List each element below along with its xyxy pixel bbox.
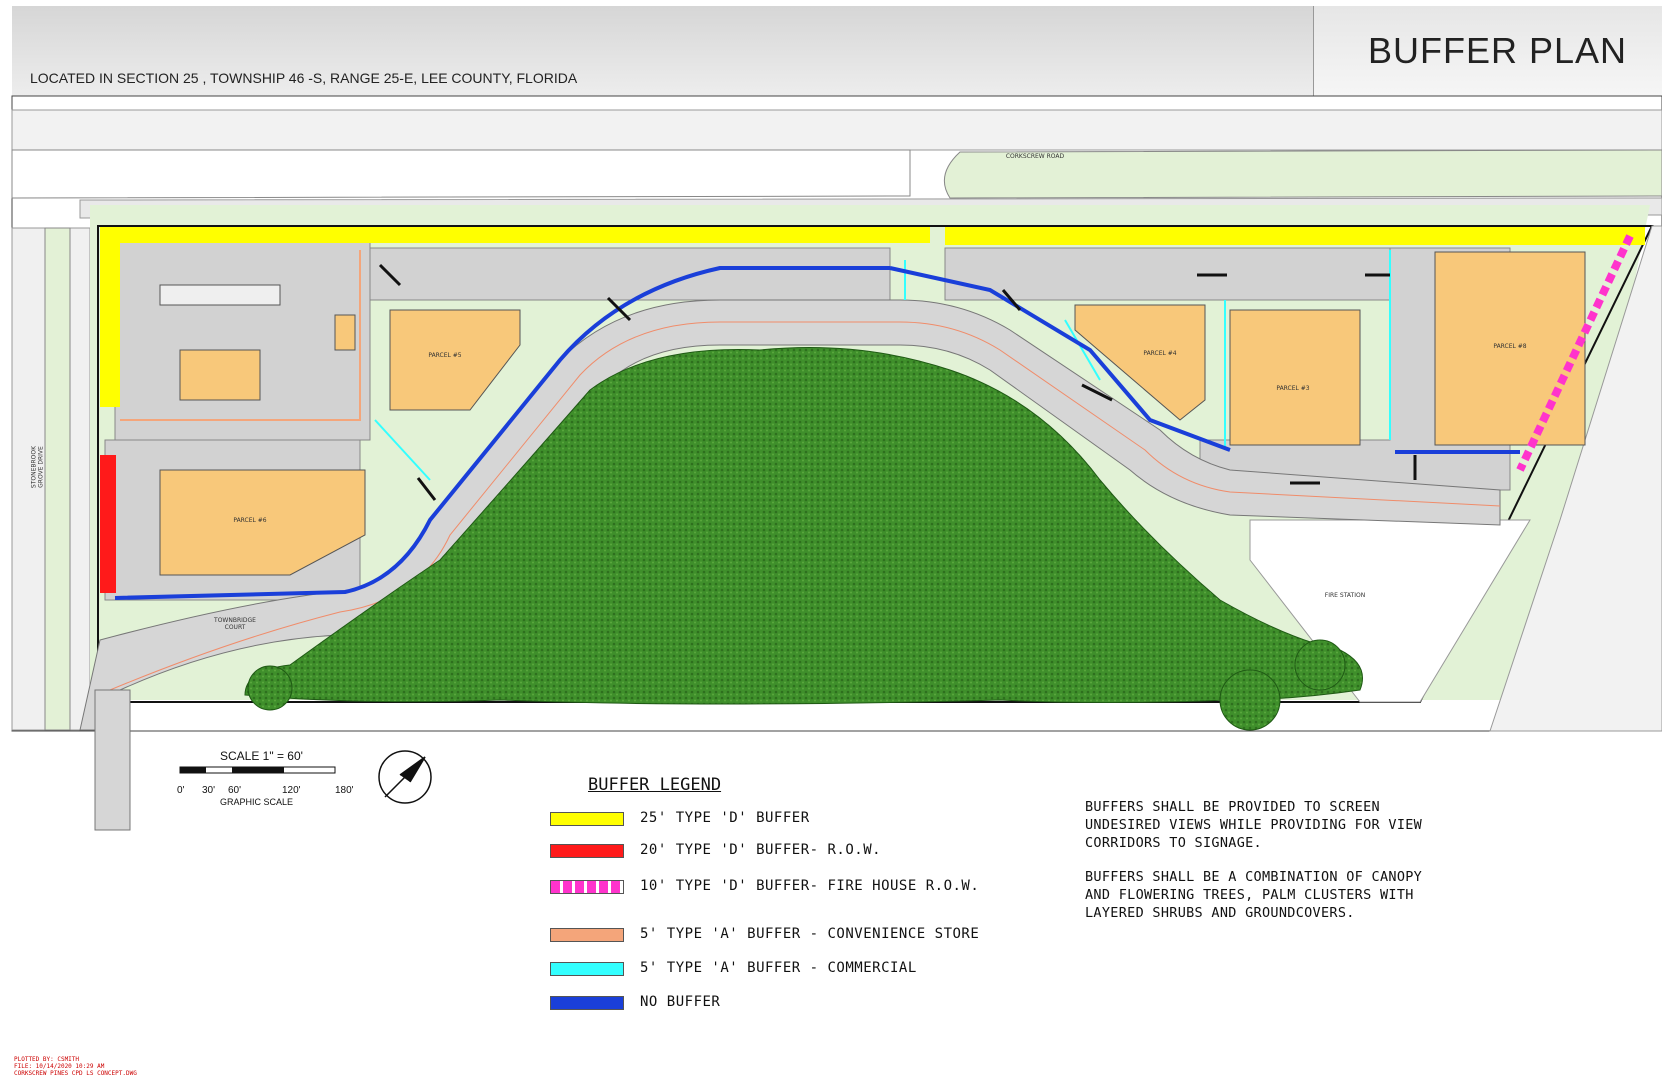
legend-swatch [550, 928, 624, 942]
pavement-north-mid [369, 247, 891, 301]
plot-info-line-2: FILE: 10/14/2020 10:29 AM [14, 1063, 105, 1070]
legend-swatch [550, 844, 624, 858]
legend-swatch [550, 996, 624, 1010]
scale-tick-120: 120' [282, 785, 301, 796]
plot-info-line-1: PLOTTED BY: CSMITH [14, 1056, 80, 1063]
scale-label: SCALE 1" = 60' [220, 749, 303, 763]
label-stonebrook-grove-drive: STONEBROOK GROVE DRIVE [30, 445, 45, 489]
legend-label: 5' TYPE 'A' BUFFER - CONVENIENCE STORE [640, 926, 980, 942]
label-parcel-3: PARCEL #3 [1276, 385, 1310, 392]
no-buffer-line-east [889, 266, 1231, 452]
buffer-25-type-d-north-east [945, 227, 1645, 245]
sheet-title: BUFFER PLAN [1368, 30, 1628, 71]
legend-swatch [550, 962, 624, 976]
buffer-10-type-d-fire-house [1516, 234, 1634, 472]
legend-label: 25' TYPE 'D' BUFFER [640, 810, 810, 826]
note-buffer-composition: BUFFERS SHALL BE A COMBINATION OF CANOPY… [1085, 869, 1423, 921]
scale-tick-0: 0' [177, 785, 185, 796]
label-fire-station: FIRE STATION [1324, 592, 1366, 599]
scale-tick-30: 30' [202, 785, 216, 796]
east-road [1489, 225, 1662, 732]
note-view-corridors: BUFFERS SHALL BE PROVIDED TO SCREEN UNDE… [1085, 799, 1423, 851]
convenience-store [179, 349, 261, 401]
scale-tick-60: 60' [228, 785, 242, 796]
plot-info-line-3: CORKSCREW PINES CPD LS CONCEPT.DWG [14, 1070, 137, 1077]
scale-tick-180: 180' [335, 785, 354, 796]
buffer-25-type-d-north-west [100, 227, 930, 243]
fuel-canopy [159, 284, 281, 306]
no-buffer-line-main [114, 266, 890, 600]
parcel-4 [1074, 304, 1206, 421]
legend-swatch [550, 812, 624, 826]
graphic-scale-bar [179, 766, 336, 774]
north-arrow [378, 750, 432, 804]
buffer-5-type-a-convenience [120, 250, 361, 421]
pavement-west [114, 239, 371, 441]
title-block [1313, 6, 1662, 97]
parcel-2 [1434, 251, 1586, 446]
preserve-trees [244, 347, 1363, 731]
main-drive-centerline [109, 321, 1501, 691]
buffer-legend-title: BUFFER LEGEND [588, 775, 722, 795]
label-parcel-2: PARCEL #8 [1493, 343, 1527, 350]
west-entry-road [94, 689, 131, 831]
label-townbridge-court: TOWNBRIDGE COURT [214, 617, 256, 631]
parcel-6 [159, 469, 366, 576]
corkscrew-road-median-west [11, 149, 911, 199]
legend-label: NO BUFFER [640, 994, 721, 1010]
legend-label: 5' TYPE 'A' BUFFER - COMMERCIAL [640, 960, 917, 976]
buffer-5-type-a-commercial [374, 250, 1391, 481]
corkscrew-road-median [943, 149, 1662, 199]
west-median [44, 227, 71, 731]
legend-label: 20' TYPE 'D' BUFFER- R.O.W. [640, 842, 882, 858]
buffer-20-type-d-row [100, 455, 116, 593]
buffer-25-type-d-west [100, 227, 120, 407]
parcel-3 [1229, 309, 1361, 446]
legend-swatch [550, 880, 624, 894]
graphic-scale-label: GRAPHIC SCALE [220, 797, 294, 807]
car-wash [334, 314, 356, 351]
label-parcel-4: PARCEL #4 [1143, 350, 1177, 357]
parcel-5 [389, 309, 521, 411]
view-corridor-arrows [378, 263, 1417, 501]
label-parcel-6: PARCEL #6 [233, 517, 267, 524]
legend-label: 10' TYPE 'D' BUFFER- FIRE HOUSE R.O.W. [640, 878, 980, 894]
label-parcel-5: PARCEL #5 [428, 352, 462, 359]
label-corkscrew-road: CORKSCREW ROAD [1005, 153, 1065, 160]
location-description: LOCATED IN SECTION 25 , TOWNSHIP 46 -S, … [30, 70, 578, 86]
corkscrew-road [11, 109, 1662, 151]
